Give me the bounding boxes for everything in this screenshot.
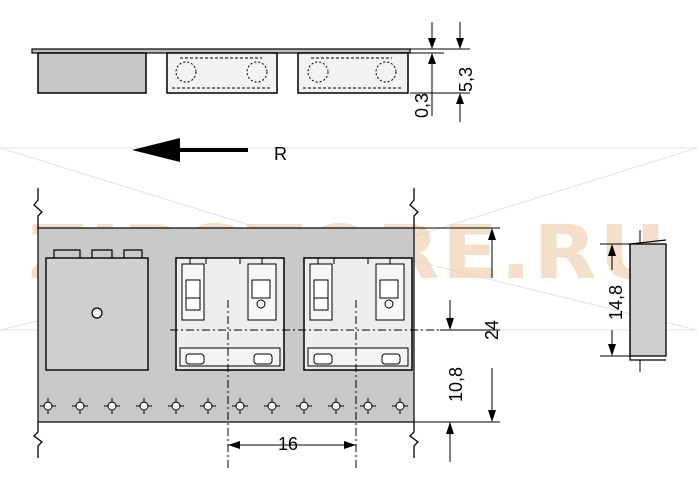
- pitch-dimension: 16: [228, 434, 356, 454]
- sprocket-offset-label: 10,8: [446, 367, 466, 402]
- connector-pocket-2: [303, 257, 413, 371]
- sprocket-hole: [104, 398, 120, 414]
- base-thickness-label: 0,3: [412, 93, 432, 118]
- depth-dimension: 5,3 0,3: [410, 22, 476, 122]
- pocket-width-label: 14,8: [606, 285, 626, 320]
- sprocket-hole: [40, 398, 56, 414]
- pitch-label: 16: [278, 434, 298, 454]
- sprocket-holes: [40, 398, 408, 414]
- direction-label: R: [274, 144, 287, 164]
- feed-direction: R: [132, 138, 287, 164]
- sprocket-hole: [136, 398, 152, 414]
- sprocket-hole: [328, 398, 344, 414]
- pocket-depth-label: 5,3: [456, 67, 476, 92]
- connector-pocket-1: [175, 257, 285, 371]
- sprocket-hole: [296, 398, 312, 414]
- tape-section-view: 14,8: [600, 230, 667, 372]
- sprocket-hole: [72, 398, 88, 414]
- sprocket-hole: [200, 398, 216, 414]
- tape-side-view: [31, 48, 411, 94]
- sprocket-hole: [264, 398, 280, 414]
- sprocket-hole: [360, 398, 376, 414]
- sprocket-hole: [232, 398, 248, 414]
- sprocket-offset-dimension: 10,8: [414, 300, 500, 423]
- tape-plan-view: [33, 188, 470, 470]
- sprocket-hole: [392, 398, 408, 414]
- sprocket-hole: [168, 398, 184, 414]
